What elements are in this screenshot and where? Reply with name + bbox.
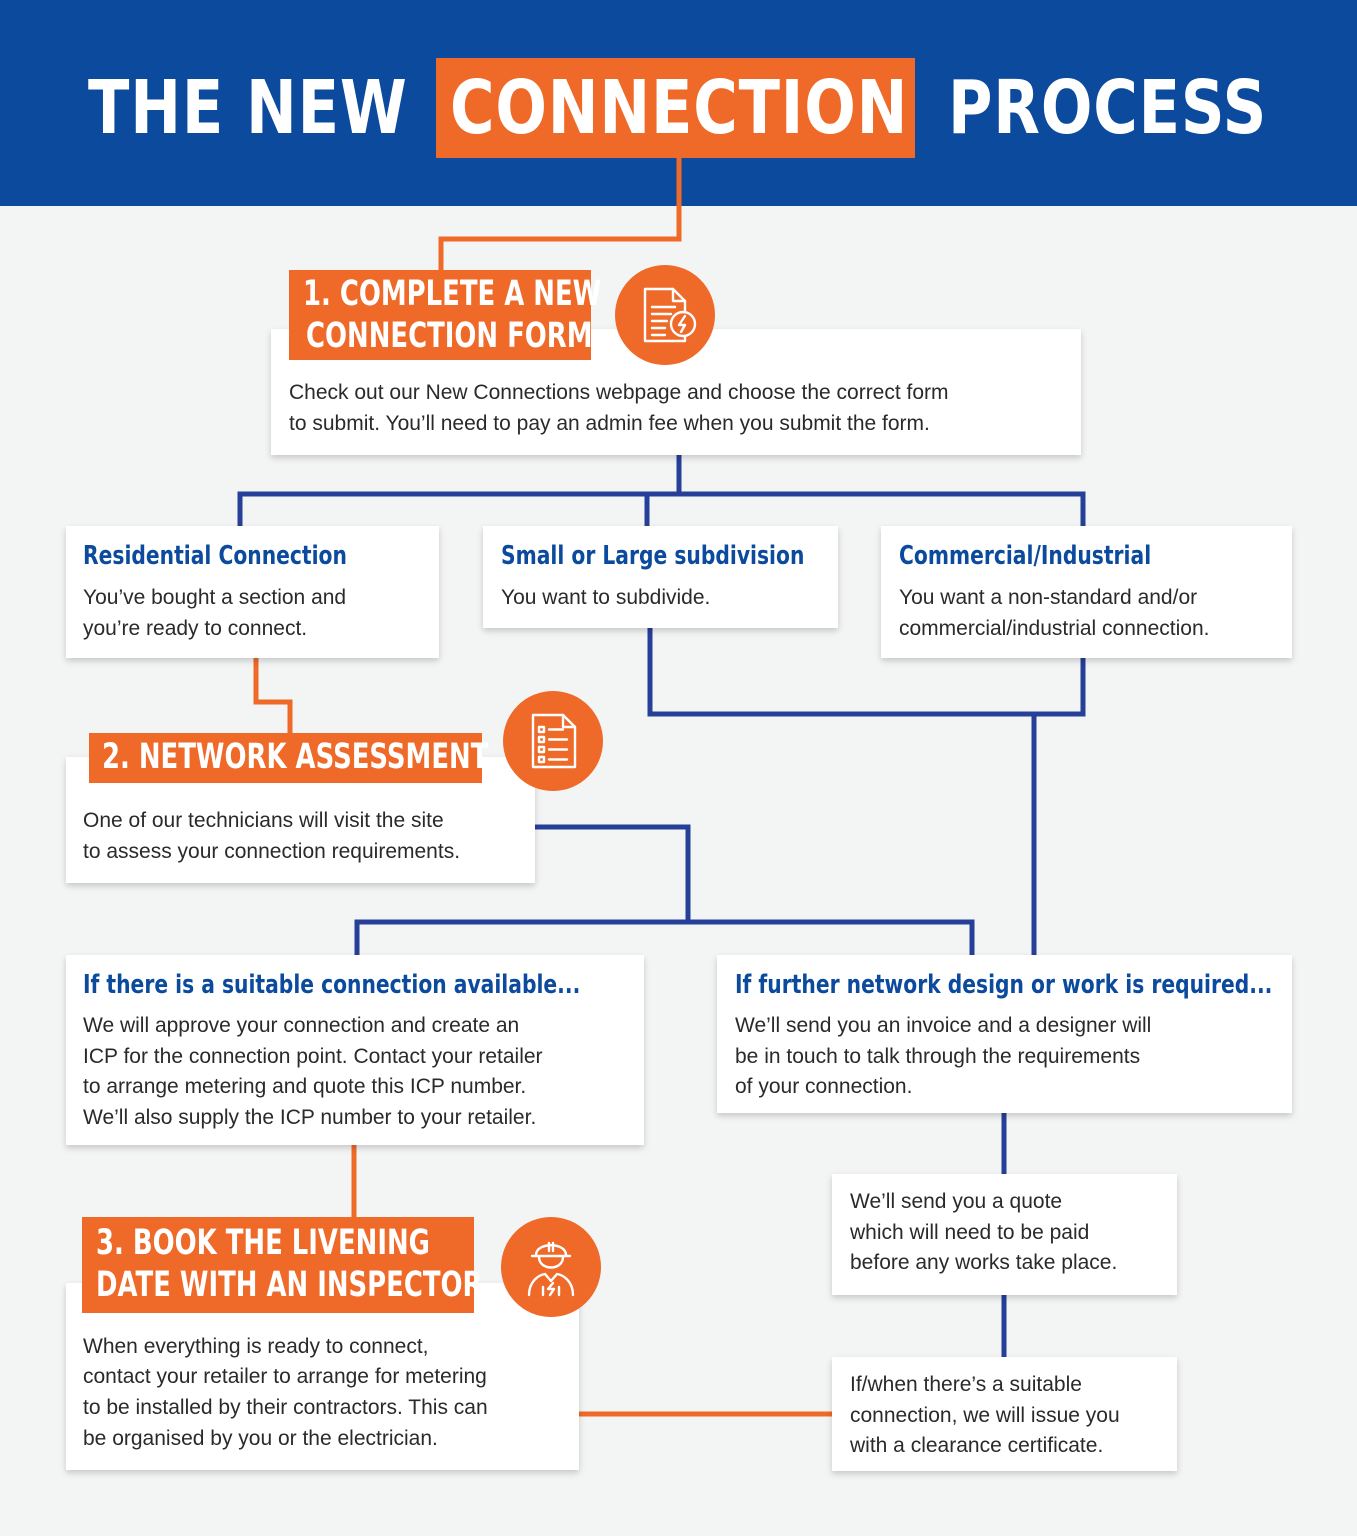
connector-title-to-step1 bbox=[438, 156, 682, 270]
connector-step2-to-outcomes bbox=[354, 824, 975, 955]
document-lightning-icon bbox=[615, 265, 715, 365]
outcome-available-line4: We’ll also supply the ICP number to your… bbox=[83, 1106, 537, 1129]
quote-line2: which will need to be paid bbox=[850, 1221, 1090, 1244]
step3-card: When everything is ready to connect, con… bbox=[66, 1283, 579, 1470]
option-residential-line1: You’ve bought a section and bbox=[83, 586, 347, 609]
connector-residential-to-step2 bbox=[253, 658, 293, 733]
step3-text-line2: contact your retailer to arrange for met… bbox=[83, 1365, 487, 1388]
option-subdivision-line1: You want to subdivide. bbox=[501, 586, 711, 609]
title-highlight-box bbox=[436, 58, 915, 158]
step2-title-text: 2. NETWORK ASSESSMENT bbox=[102, 737, 489, 777]
option-commercial-title: Commercial/Industrial bbox=[899, 541, 1152, 571]
option-residential-line2: you’re ready to connect. bbox=[83, 617, 308, 640]
step1-text-line2: to submit. You’ll need to pay an admin f… bbox=[289, 412, 930, 435]
connector-step1-to-options bbox=[237, 455, 1086, 526]
clearance-card: If/when there’s a suitable connection, w… bbox=[832, 1357, 1177, 1471]
step3-title: 3. BOOK THE LIVENING DATE WITH AN INSPEC… bbox=[82, 1217, 483, 1313]
outcome-further-line1: We’ll send you an invoice and a designer… bbox=[735, 1014, 1152, 1037]
option-commercial-card: Commercial/Industrial You want a non-sta… bbox=[881, 526, 1292, 658]
step3-text-line3: to be installed by their contractors. Th… bbox=[83, 1396, 488, 1419]
outcome-further-line3: of your connection. bbox=[735, 1075, 913, 1098]
option-commercial-line1: You want a non-standard and/or bbox=[899, 586, 1198, 609]
option-residential-card: Residential Connection You’ve bought a s… bbox=[66, 526, 439, 658]
quote-card: We’ll send you a quote which will need t… bbox=[832, 1174, 1177, 1295]
outcome-available-line2: ICP for the connection point. Contact yo… bbox=[83, 1045, 543, 1068]
option-commercial-line2: commercial/industrial connection. bbox=[899, 617, 1210, 640]
checklist-icon bbox=[503, 691, 603, 791]
outcome-available-title: If there is a suitable connection availa… bbox=[83, 970, 581, 1000]
step3-title-line2: DATE WITH AN INSPECTOR bbox=[96, 1265, 483, 1305]
outcome-further-line2: be in touch to talk through the requirem… bbox=[735, 1045, 1141, 1068]
step3-title-line1: 3. BOOK THE LIVENING bbox=[96, 1223, 430, 1263]
title-prefix: THE NEW bbox=[88, 65, 408, 151]
outcome-available-card: If there is a suitable connection availa… bbox=[66, 955, 644, 1145]
clearance-line1: If/when there’s a suitable bbox=[850, 1373, 1082, 1396]
quote-line3: before any works take place. bbox=[850, 1251, 1118, 1274]
quote-line1: We’ll send you a quote bbox=[850, 1190, 1063, 1213]
option-residential-title: Residential Connection bbox=[83, 541, 347, 571]
step2-text-line2: to assess your connection requirements. bbox=[83, 840, 461, 863]
clearance-line2: connection, we will issue you bbox=[850, 1404, 1120, 1427]
clearance-line3: with a clearance certificate. bbox=[850, 1434, 1104, 1457]
header-banner: THE NEW CONNECTION PROCESS bbox=[0, 0, 1357, 206]
step1-title: 1. COMPLETE A NEW CONNECTION FORM bbox=[289, 270, 602, 360]
step2-text-line1: One of our technicians will visit the si… bbox=[83, 809, 444, 832]
connector-subdivision-commercial-merge bbox=[647, 628, 1086, 955]
step3-text-line4: be organised by you or the electrician. bbox=[83, 1427, 438, 1450]
step2-title: 2. NETWORK ASSESSMENT bbox=[89, 733, 489, 783]
step1-text-line1: Check out our New Connections webpage an… bbox=[289, 381, 949, 404]
outcome-further-title: If further network design or work is req… bbox=[735, 970, 1273, 1000]
step3-text-line1: When everything is ready to connect, bbox=[83, 1335, 429, 1358]
electrician-helmet-icon bbox=[501, 1217, 601, 1317]
title-highlight: CONNECTION bbox=[450, 65, 909, 151]
title-suffix: PROCESS bbox=[948, 65, 1268, 151]
option-subdivision-title: Small or Large subdivision bbox=[501, 541, 805, 571]
step1-title-line2: CONNECTION FORM bbox=[306, 316, 593, 356]
outcome-available-line1: We will approve your connection and crea… bbox=[83, 1014, 520, 1037]
option-subdivision-card: Small or Large subdivision You want to s… bbox=[483, 526, 838, 628]
step1-title-line1: 1. COMPLETE A NEW bbox=[303, 274, 602, 314]
outcome-available-line3: to arrange metering and quote this ICP n… bbox=[83, 1075, 527, 1098]
outcome-further-card: If further network design or work is req… bbox=[717, 955, 1292, 1113]
